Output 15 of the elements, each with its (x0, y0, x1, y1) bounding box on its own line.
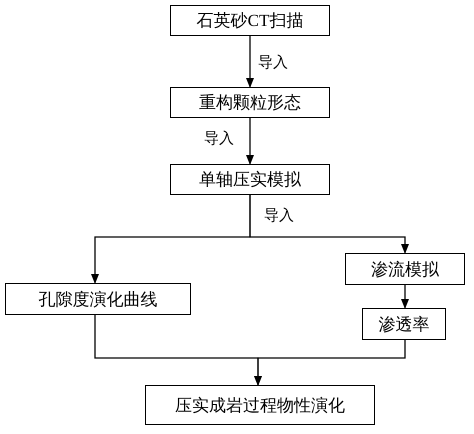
process-box: 渗透率 (362, 308, 446, 340)
process-box: 孔隙度演化曲线 (5, 283, 191, 315)
edge-label: 导入 (262, 207, 296, 225)
arrow (246, 118, 254, 165)
process-box: 单轴压实模拟 (170, 164, 330, 195)
arrow (249, 195, 409, 254)
edge-label: 导入 (256, 54, 290, 72)
process-box: 重构颗粒形态 (170, 87, 330, 118)
process-box: 渗流模拟 (345, 253, 465, 285)
process-box: 石英砂CT扫描 (170, 5, 330, 36)
arrow (401, 285, 409, 309)
arrow (254, 340, 406, 386)
arrow (246, 36, 254, 88)
process-box: 压实成岩过程物性演化 (145, 385, 375, 425)
edge-label: 导入 (202, 130, 236, 148)
